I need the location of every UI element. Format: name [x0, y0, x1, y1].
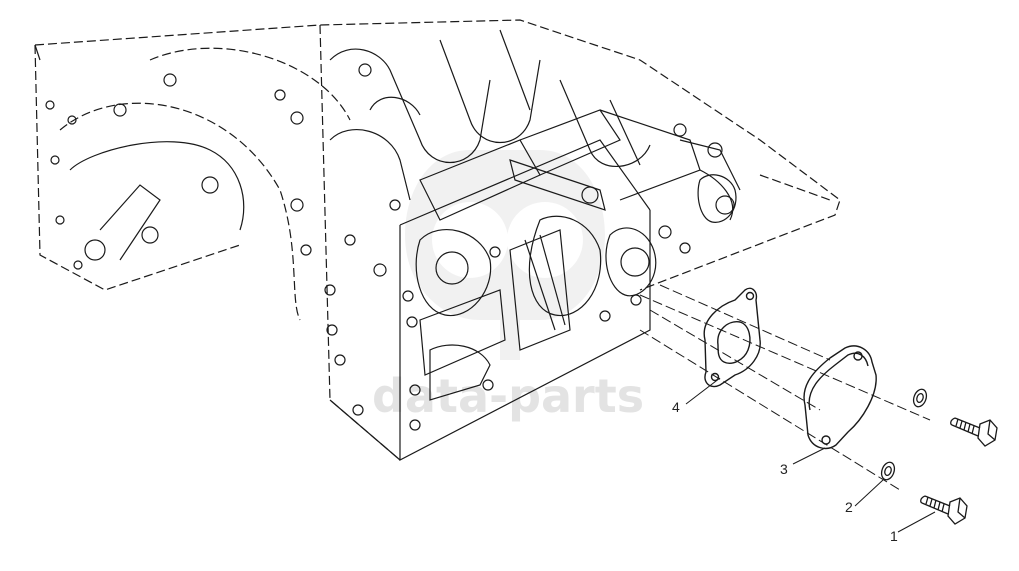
explode-lines — [639, 284, 931, 491]
washer-part-2[interactable] — [879, 387, 928, 481]
gasket-part-4[interactable] — [703, 287, 761, 388]
watermark-text: data-parts — [372, 369, 644, 423]
callout-4: 4 — [672, 399, 680, 415]
engine-block — [34, 19, 841, 461]
bolt-part-1[interactable] — [920, 417, 998, 525]
cover-plate-part-3[interactable] — [803, 345, 877, 450]
callout-2: 2 — [845, 499, 853, 515]
callout-3: 3 — [780, 461, 788, 477]
callout-1: 1 — [890, 528, 898, 544]
leader-lines — [685, 377, 936, 533]
